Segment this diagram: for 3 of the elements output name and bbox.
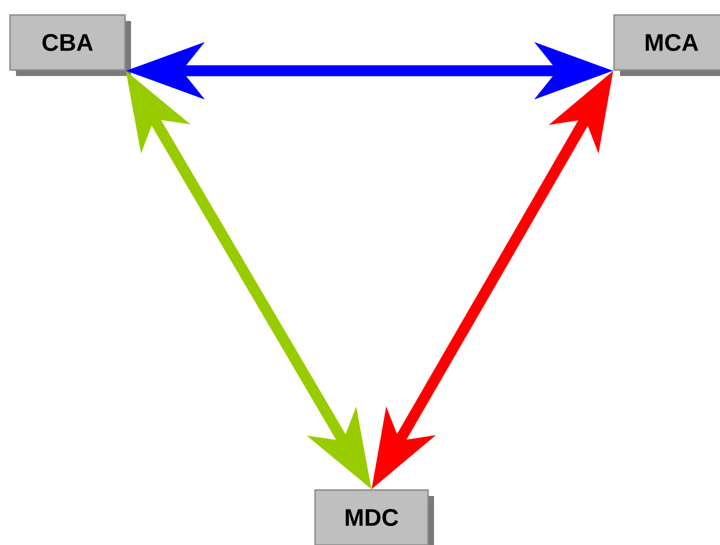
label-box: MCA <box>613 14 720 76</box>
label-box: CBA <box>9 14 131 76</box>
label-box: MDC <box>314 489 434 545</box>
